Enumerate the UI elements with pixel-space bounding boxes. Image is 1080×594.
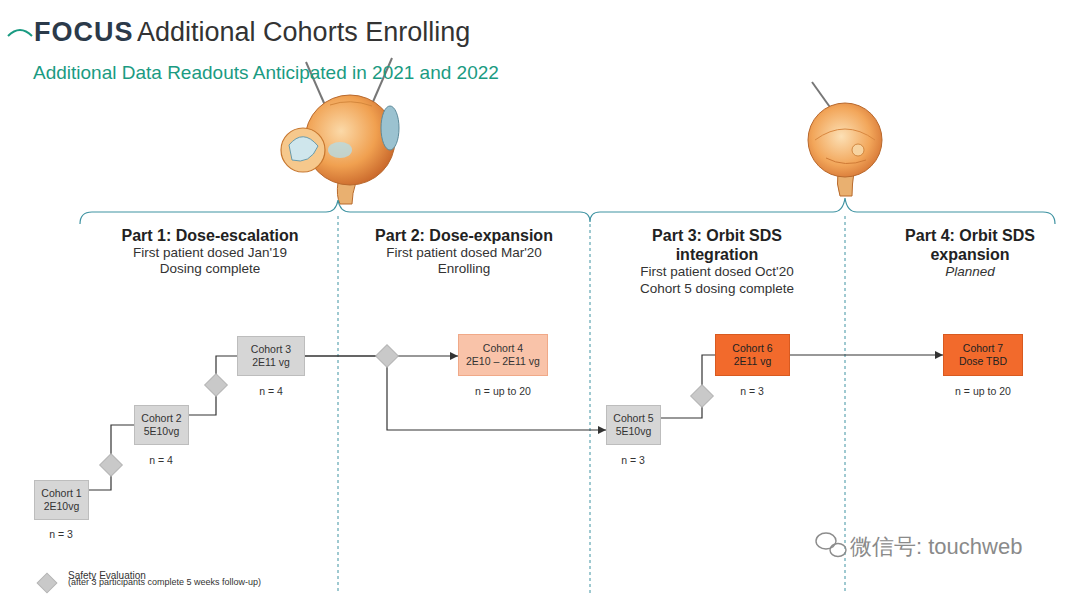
logo-text: FOCUS [34,17,134,48]
cohort-dose: 5E10vg [616,425,652,438]
cohort-dose: 2E11 vg [252,356,290,369]
legend-text: Safety Evaluation [68,570,146,581]
part-column: Part 4: Orbit SDS expansionPlanned [885,226,1055,281]
cohort-box: Cohort 32E11 vg [237,336,305,376]
cohort-size: n = 3 [740,385,764,397]
cohort-box: Cohort 12E10vg [34,480,89,520]
legend-swatch [36,572,58,594]
safety-diamond [205,374,228,397]
wechat-icon [816,533,846,557]
cohort-box: Cohort 62E11 vg [715,334,790,376]
cohort-box: Cohort 55E10vg [606,405,661,445]
part-column: Part 3: Orbit SDS integrationFirst patie… [632,226,802,297]
flow-connector [661,355,715,418]
cohort-size: n = up to 20 [475,385,531,397]
part-note: First patient dosed Oct'20 [640,264,793,280]
cohort-dose: Dose TBD [959,355,1007,368]
part-divider [338,216,339,594]
part-heading: Part 4: Orbit SDS expansion [885,226,1055,264]
cohort-size: n = 4 [149,454,173,466]
safety-diamond [691,385,714,408]
part-note: Cohort 5 dosing complete [640,281,794,297]
safety-diamond [100,454,123,477]
phase-bracket [80,198,1055,224]
safety-diamond [376,345,399,368]
part-column: Part 1: Dose-escalationFirst patient dos… [95,226,325,278]
part-divider [845,216,846,594]
cohort-name: Cohort 2 [141,412,181,425]
part-divider [590,224,591,594]
legend-diamond [37,573,57,593]
logo-mark [8,30,32,36]
cohort-size: n = 3 [49,528,73,540]
subtitle: Additional Data Readouts Anticipated in … [33,62,499,84]
cohort-dose: 2E10vg [44,500,80,513]
cohort-size: n = 3 [621,454,645,466]
cohort-name: Cohort 5 [613,412,653,425]
part-note: Planned [945,264,995,280]
cohort-size: n = 4 [259,385,283,397]
cohort-dose: 5E10vg [144,425,180,438]
part-note: First patient dosed Mar'20 [386,245,542,261]
part-heading: Part 2: Dose-expansion [375,226,553,245]
cohort-name: Cohort 6 [732,342,772,355]
cohort-size: n = up to 20 [955,385,1011,397]
legend-item: Safety Evaluation [36,562,146,594]
part-heading: Part 3: Orbit SDS integration [632,226,802,264]
eye-illustration [808,82,882,196]
flow-connector [89,425,134,490]
part-column: Part 2: Dose-expansionFirst patient dose… [349,226,579,278]
cohort-dose: 2E11 vg [734,355,772,368]
cohort-dose: 2E10 – 2E11 vg [466,355,540,368]
part-heading: Part 1: Dose-escalation [122,226,299,245]
cohort-name: Cohort 3 [251,343,291,356]
cohort-name: Cohort 1 [41,487,81,500]
flow-connector [189,356,237,415]
cohort-box: Cohort 25E10vg [134,405,189,445]
part-note: Dosing complete [160,261,261,277]
flow-connector [790,354,943,355]
part-note: Enrolling [438,261,491,277]
flow-connector [305,356,606,430]
cohort-box: Cohort 42E10 – 2E11 vg [458,334,548,376]
cohort-name: Cohort 4 [483,342,523,355]
cohort-name: Cohort 7 [963,342,1003,355]
cohort-box: Cohort 7Dose TBD [943,334,1023,376]
page-title: Additional Cohorts Enrolling [137,17,470,48]
watermark: 微信号: touchweb [850,532,1022,562]
part-note: First patient dosed Jan'19 [133,245,287,261]
